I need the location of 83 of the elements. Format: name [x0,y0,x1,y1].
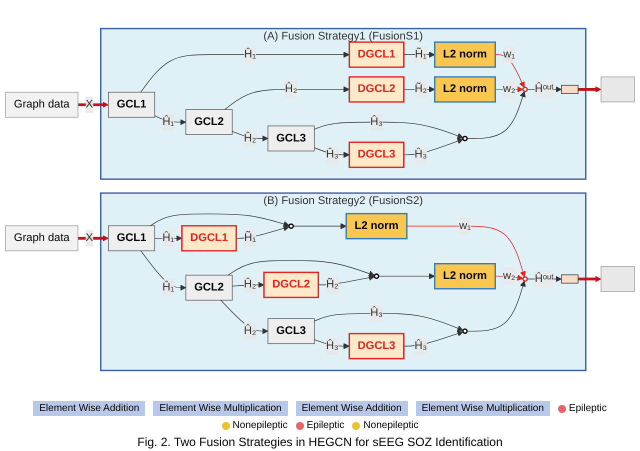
edge-label: w₁ [503,48,516,60]
node-box [600,76,635,102]
edge-label: Ĥ₂ [284,83,298,95]
edge-label: Ĥᵒᵘᵗ [534,83,554,95]
node-box: DGCL3 [348,142,404,168]
node-box: L2 norm [346,212,408,240]
key-label: Element Wise Multiplication [153,401,288,416]
key-label: Element Wise Multiplication [416,401,550,416]
arrow [220,300,268,334]
node-box: L2 norm [434,262,496,290]
node-box: DGCL1 [181,225,237,252]
edge-label: Ĥ₃ [326,148,339,160]
arrow [318,274,375,286]
arrow [78,102,109,108]
node-box [600,266,635,292]
node-box: DGCL2 [348,76,404,103]
arrow [78,235,109,242]
node-box: GCL3 [268,126,315,152]
node-circle [374,273,380,279]
node-box [561,84,578,94]
node-box: DGCL2 [263,272,320,298]
node-box: L2 norm [434,41,496,68]
arrow [224,86,350,110]
edge-label: X [86,98,94,110]
arrow [314,122,464,139]
arrow [578,86,602,92]
node-box: GCL2 [186,109,233,135]
node-box: GCL1 [108,225,156,252]
key-label: Element Wise Addition [296,401,408,416]
arrow [378,273,435,280]
arrow [228,260,375,277]
node-circle [288,223,294,229]
arrow [236,225,290,239]
edge-label: H̃₂ [414,83,427,95]
figure-caption: Fig. 2. Two Fusion Strategies in HEGCN for sEEG SOZ Identification [136,434,504,451]
edge-label: Ĥ₂ [244,278,256,290]
edge-label: Ĥ₃ [370,116,383,128]
edge-label: Ĥ₂ [244,324,256,337]
legend-label: Nonepileptic [232,420,288,431]
node-box: DGCL1 [348,41,404,68]
node-box: DGCL3 [348,332,404,360]
arrow [140,52,350,93]
node-box: L2 norm [434,76,496,103]
arrow [314,313,464,332]
node-box: GCL1 [108,92,156,118]
arrow [578,276,602,282]
node-circle [522,276,528,282]
arrow [140,250,186,291]
edge-label: w₂ [502,83,516,95]
edge-label: Ĥ₁ [162,281,174,294]
node-box: Graph data [5,92,78,118]
edge-label: Ĥ₃ [414,148,428,160]
legend-label: Epileptic [306,420,344,431]
arrow [494,54,525,88]
edge-label: w₂ [502,270,516,282]
arrow [292,223,346,230]
edge-label: X [86,232,94,244]
arrow [466,91,526,139]
legend-label: Nonepileptic [363,420,418,431]
legend-label: Epileptic [568,403,607,414]
edge-label: Ĥ₃ [370,307,383,319]
edge-label: H̃₂ [326,278,338,290]
arrow [406,226,526,278]
node-box: Graph data [5,225,78,252]
key-label: Element Wise Addition [33,401,146,416]
edge-label: Ĥ₁ [244,48,256,60]
node-circle [462,328,468,334]
edge-label: Ĥᵒᵘᵗ [534,272,554,285]
node-circle [522,86,528,92]
edge-label: Ĥ₂ [244,132,256,144]
node-box: GCL2 [186,274,233,301]
edge-label: w₁ [459,220,471,232]
node-circle [462,136,468,142]
edge-label: Ĥ₁ [162,116,174,128]
arrow [466,280,526,332]
edge-label: Ĥ₁ [162,232,174,244]
edge-label: Ĥ₃ [326,340,339,352]
node-box: GCL3 [268,318,315,344]
edge-label: Ĥ₃ [414,340,428,352]
edge-label: H̃₁ [244,232,256,244]
arrow [150,214,290,227]
edge-label: H̃₁ [414,48,427,60]
node-box [561,274,578,284]
